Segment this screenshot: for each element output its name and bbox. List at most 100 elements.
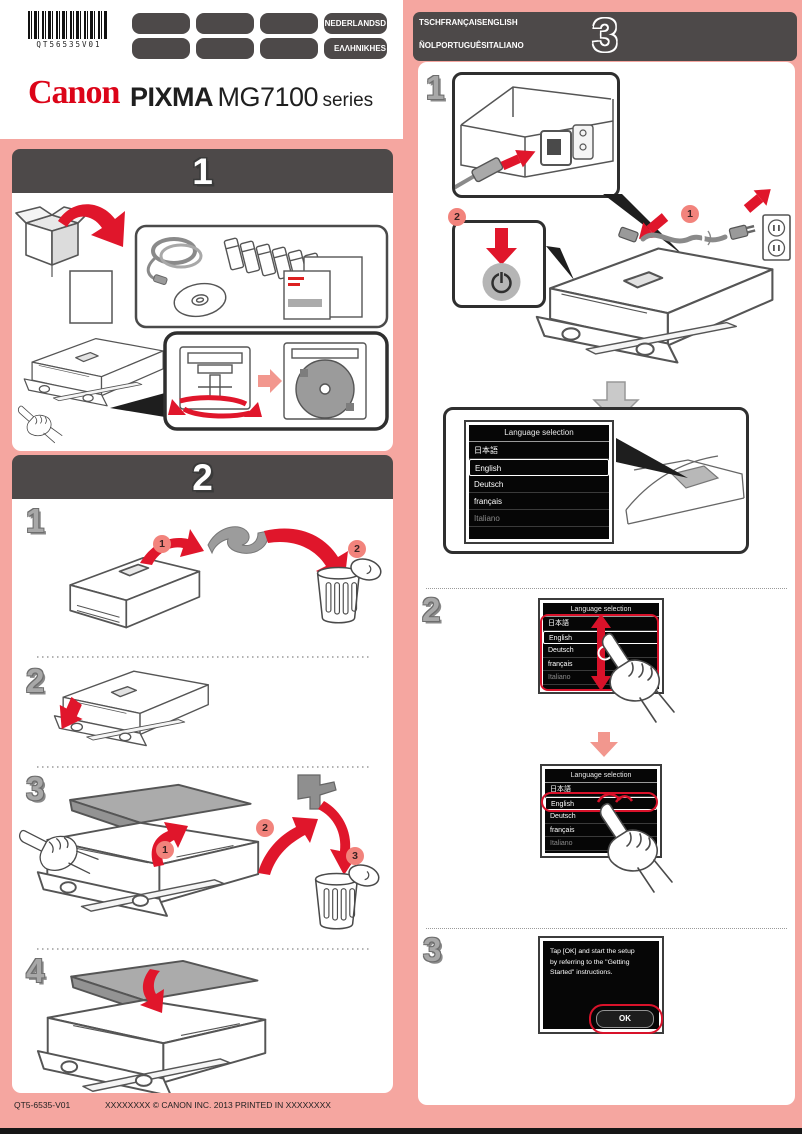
- barcode-text: QT56535V01: [36, 40, 102, 49]
- printer-top-illustration: [616, 438, 745, 525]
- header-languages-row2: ÑOLPORTUGUÊSITALIANO: [419, 41, 524, 50]
- barcode: [28, 11, 108, 39]
- unpacking-steps-illustration: [16, 526, 385, 1093]
- power-cord-illustration: [618, 189, 791, 261]
- cassette-after-icon: [283, 342, 367, 420]
- scroll-region-outline: [540, 614, 659, 691]
- series-label: series: [322, 90, 374, 111]
- section-two-number: 2: [192, 457, 213, 498]
- lcd-language-francais: français: [545, 824, 657, 837]
- language-tab: [260, 13, 318, 34]
- red-curved-arrow-icon: [58, 204, 125, 247]
- power-socket-closeup: [450, 86, 614, 192]
- section-two-panel: 2 1 2 3 4: [12, 455, 393, 1093]
- red-curved-arrow-icon: [140, 529, 204, 565]
- wall-outlet-icon: [762, 214, 791, 261]
- red-arrow-icon: [500, 149, 536, 171]
- lcd-title: Language selection: [545, 769, 657, 783]
- ok-button-outline: [589, 1004, 663, 1034]
- power-button-closeup: [482, 228, 521, 301]
- lcd-language-english: English: [469, 459, 609, 476]
- section-three-header: TSCHFRANÇAISENGLISH ÑOLPORTUGUÊSITALIANO…: [413, 9, 797, 61]
- lcd-language-deutsch: Deutsch: [469, 476, 609, 493]
- lcd-message-line: Started" instructions.: [550, 969, 613, 976]
- language-tab: [196, 13, 254, 34]
- red-arrow-icon: [743, 189, 771, 213]
- marker-1-badge: 1: [681, 205, 699, 223]
- paper-sheet-icon: [69, 270, 113, 324]
- step-number: 3: [423, 931, 442, 968]
- marker-2-badge: 2: [348, 540, 366, 558]
- product-name: PIXMA: [130, 82, 214, 112]
- language-tab-nederlands: NEDERLANDSD: [324, 13, 387, 34]
- hand-icon: [599, 802, 673, 893]
- tap-gesture-icon: [596, 793, 634, 803]
- section-one-panel: 1: [12, 149, 393, 451]
- masthead: QT56535V01 NEDERLANDSD ΕΛΛΗΝΙΚΗES Canon …: [0, 0, 403, 139]
- step-number: 3: [26, 770, 45, 807]
- bottom-rule: [0, 1128, 802, 1134]
- plug-icon: [728, 224, 756, 240]
- section-one-header: 1: [12, 149, 393, 193]
- power-plug-icon: [450, 157, 504, 192]
- lcd-screen-language: Language selection 日本語 English Deutsch f…: [464, 420, 614, 544]
- tab-row1-label: NEDERLANDSD: [324, 19, 386, 28]
- printer-illustration: [535, 247, 774, 364]
- cd-icon: [173, 282, 227, 318]
- marker-2-badge: 2: [448, 208, 466, 226]
- power-cord-icon: [640, 232, 728, 244]
- callout-triangle-icon: [546, 246, 574, 280]
- language-tab: [132, 13, 190, 34]
- lcd-language-deutsch: Deutsch: [545, 810, 657, 824]
- lcd-language-italiano: Italiano: [545, 837, 657, 851]
- pink-down-arrow-icon: [590, 732, 618, 757]
- language-tab: [260, 38, 318, 59]
- pink-right-arrow-icon: [258, 369, 282, 393]
- red-curved-arrow-icon: [258, 817, 318, 875]
- callout-triangle-icon: [110, 393, 165, 417]
- step-number: 4: [26, 952, 45, 989]
- marker-2-badge: 2: [256, 819, 274, 837]
- step-number: 2: [422, 591, 441, 628]
- lcd-language-japanese: 日本語: [545, 783, 657, 797]
- unboxing-illustration: [15, 204, 389, 451]
- lcd-language-francais: français: [469, 493, 609, 510]
- protective-material-icon: [297, 774, 337, 810]
- power-socket-inset: [450, 72, 620, 198]
- selected-language-outline: [541, 792, 658, 812]
- printer-icon: [23, 337, 164, 407]
- step-number: 1: [426, 69, 445, 106]
- lcd-title: Language selection: [469, 425, 609, 442]
- marker-3-badge: 3: [346, 847, 364, 865]
- lcd-ok-button: OK: [596, 1010, 654, 1028]
- header-languages-row1: TSCHFRANÇAISENGLISH: [419, 18, 518, 27]
- divider: [426, 928, 787, 929]
- section-three-number: 3: [592, 9, 618, 61]
- lcd-language-italiano: Italiano: [469, 510, 609, 527]
- printer-icon: [69, 556, 201, 629]
- footer-part-code: QT5-6535-V01: [14, 1100, 71, 1110]
- canon-logo: Canon: [28, 74, 120, 111]
- red-down-arrow-icon: [140, 969, 164, 1013]
- power-button-inset: [452, 220, 546, 308]
- language-tab: [132, 38, 190, 59]
- lcd-screen-tap: Language selection 日本語 English Deutsch f…: [540, 764, 673, 893]
- rotate-arrow-icon: [168, 395, 262, 419]
- callout-triangle-icon: [616, 438, 688, 478]
- lcd-screen-scroll: Language selection 日本語 English Deutsch f…: [538, 598, 675, 723]
- tape-icon: [207, 526, 269, 555]
- language-select-inset: Language selection 日本語 English Deutsch f…: [443, 407, 749, 554]
- step-number: 2: [26, 662, 45, 699]
- trash-can-icon: [314, 860, 383, 930]
- printer-touchscreen: [670, 465, 720, 489]
- lcd-message-line: Tap [OK] and start the setup: [550, 948, 635, 955]
- manuals-icon: [283, 256, 363, 320]
- hand-icon: [16, 397, 64, 451]
- lcd-language-japanese: 日本語: [469, 442, 609, 459]
- lcd-screen-ok: Tap [OK] and start the setup by referrin…: [538, 936, 664, 1034]
- marker-1-badge: 1: [153, 535, 171, 553]
- language-tab: [196, 38, 254, 59]
- lcd-message-line: by referring to the "Getting: [550, 958, 630, 966]
- section-two-header: 2: [12, 455, 393, 499]
